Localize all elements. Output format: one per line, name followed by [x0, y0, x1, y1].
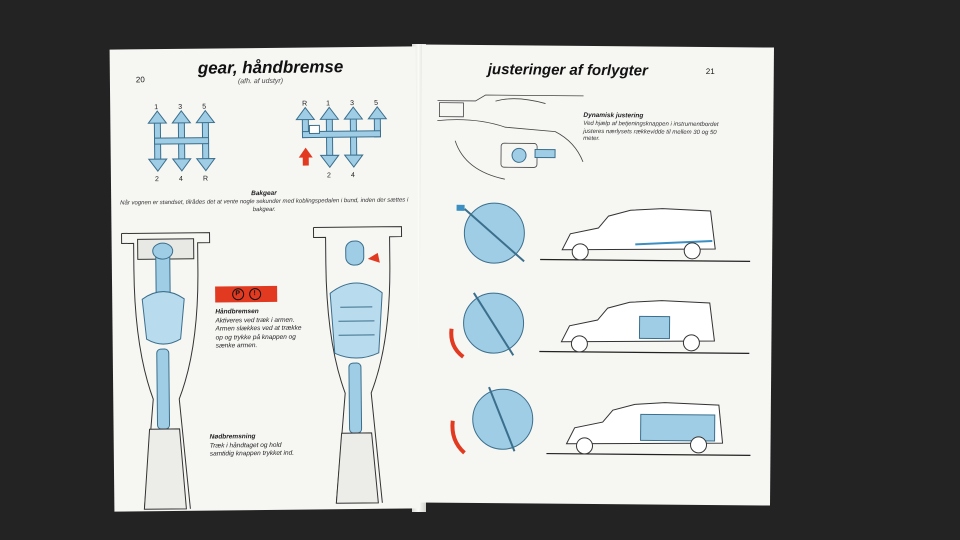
- page-title-right: justeringer af forlygter: [487, 61, 648, 80]
- red-arrow-icon: [298, 147, 313, 166]
- dynamic-text: Ved hjælp af betjeningsknappen i instrum…: [583, 120, 719, 143]
- gear-lever-drawing: [121, 232, 211, 510]
- gear-a-top-3: 5: [202, 104, 206, 111]
- page-subtitle-left: (afh. af udstyr): [237, 77, 284, 86]
- red-arrow-icon: [367, 252, 380, 263]
- parking-brake-icon: P: [231, 288, 244, 301]
- left-page: 20 gear, håndbremse (afh. af udstyr) 1 3…: [109, 46, 421, 512]
- reverse-heading: Bakgear: [251, 189, 277, 198]
- gear-a-top-2: 3: [178, 104, 182, 111]
- emergency-heading: Nødbremsning: [209, 433, 256, 441]
- dynamic-heading: Dynamisk justering: [583, 111, 644, 120]
- right-page: justeringer af forlygter 21 Dynamisk jus…: [418, 44, 774, 506]
- gear-pattern-diagram-a: 1 3 5 2 4 R: [147, 104, 216, 183]
- page-title-left: gear, håndbremse: [197, 57, 344, 78]
- gear-b-top-2: 1: [326, 100, 330, 107]
- dashboard-drawing: [437, 94, 584, 180]
- headlamp-adjustment-diagrams: [449, 202, 751, 456]
- gear-b-top-1: R: [302, 101, 307, 108]
- page-number-left: 20: [135, 75, 145, 85]
- gear-pattern-diagram-b: R 1 3 5 2 4: [295, 100, 388, 179]
- emergency-text: Træk i håndtaget og hold samtidig knappe…: [209, 441, 295, 459]
- red-arrow-icon: [449, 328, 465, 359]
- warning-lamp-panel: P !: [215, 285, 278, 303]
- gear-a-bottom-3: R: [203, 176, 208, 183]
- red-arrow-icon: [450, 420, 466, 455]
- gear-a-bottom-2: 4: [179, 176, 183, 183]
- brake-warning-icon: !: [248, 288, 261, 301]
- adjustment-row-full-load: [450, 386, 751, 456]
- adjustment-row-empty: [456, 202, 751, 264]
- gear-lever-reverse-drawing: [312, 226, 403, 504]
- handbrake-heading: Håndbremsen: [215, 308, 259, 316]
- page-number-right: 21: [705, 66, 715, 77]
- gear-b-top-3: 3: [350, 100, 354, 107]
- adjustment-row-half-load: [449, 292, 750, 359]
- gear-b-bottom-1: 2: [327, 172, 331, 179]
- gear-a-top-1: 1: [154, 104, 158, 111]
- reverse-text: Når vognen er standset, tilrådes det at …: [120, 197, 409, 213]
- gear-b-top-4: 5: [374, 100, 378, 107]
- handbrake-text: Aktiveres ved træk i armen. Armen slække…: [215, 316, 302, 350]
- gear-b-bottom-2: 4: [351, 172, 355, 179]
- gear-a-bottom-1: 2: [155, 176, 159, 183]
